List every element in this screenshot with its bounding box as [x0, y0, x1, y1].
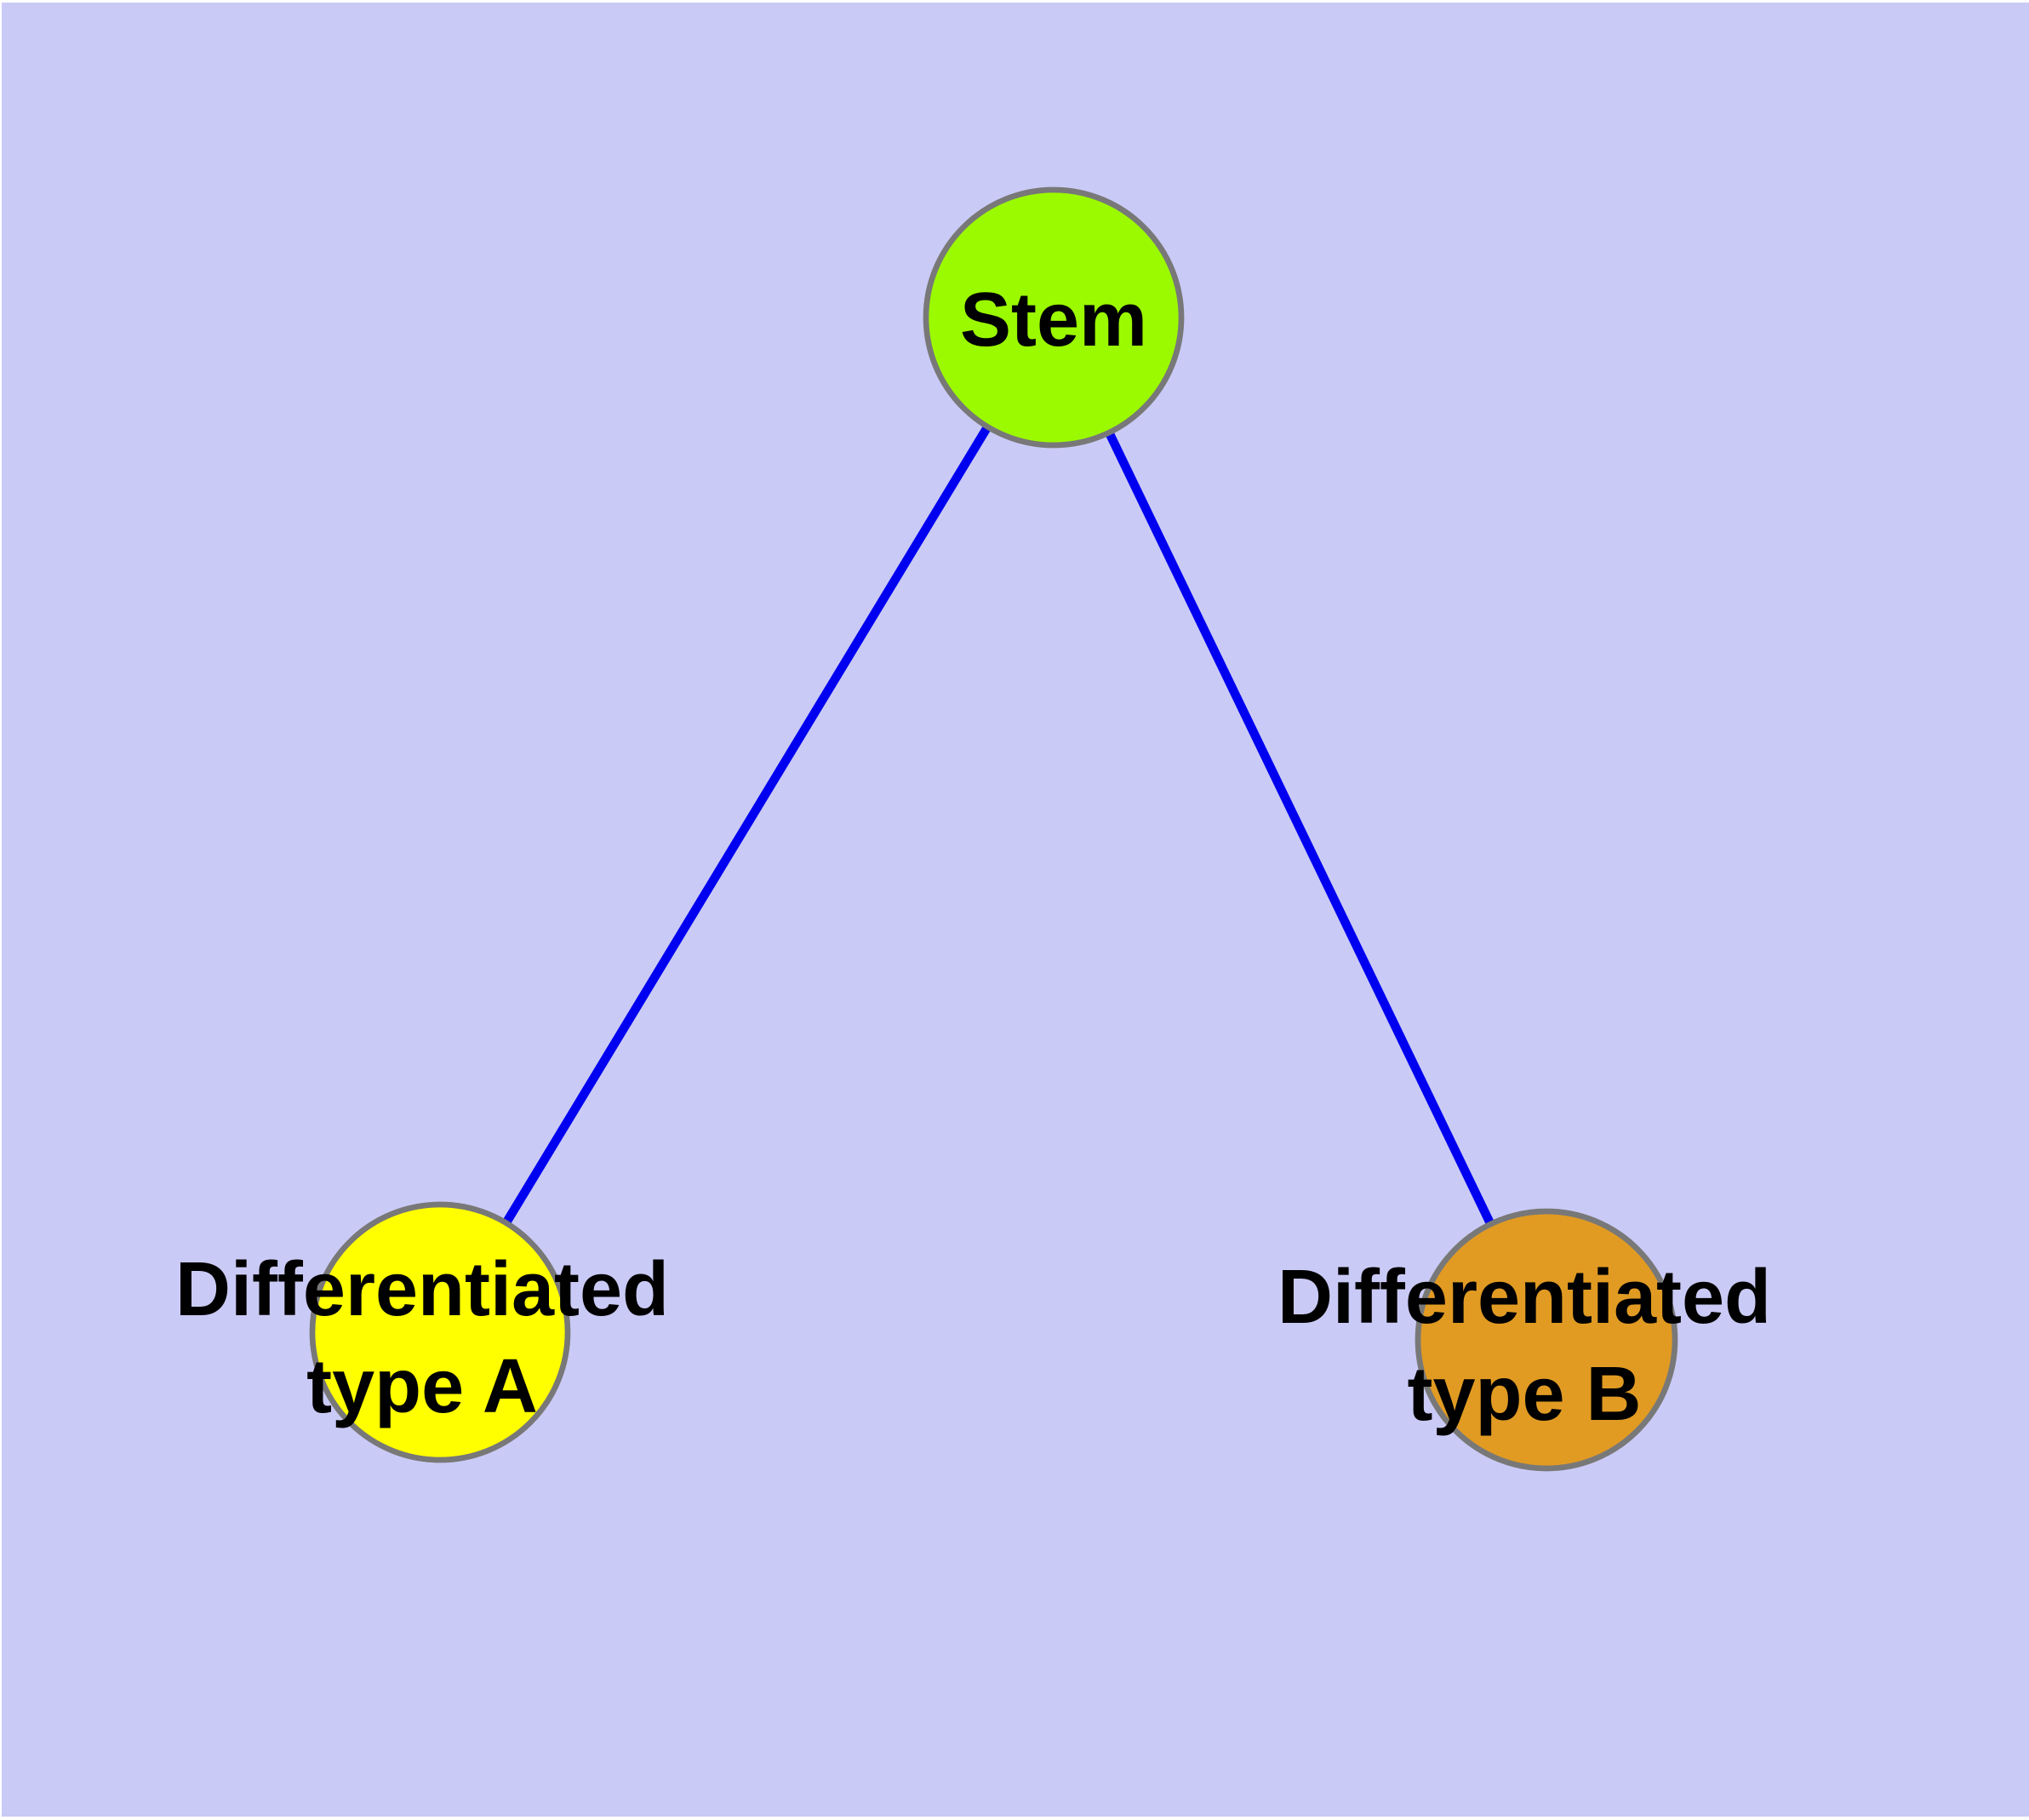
edge-stem-to-differentiated-type-a: [436, 315, 1058, 1335]
node-differentiated-type-a: [309, 1201, 571, 1463]
node-label-line: type B: [1407, 1352, 1641, 1437]
node-label-line: Differentiated: [175, 1247, 669, 1332]
node-differentiated-type-b: [1415, 1208, 1678, 1472]
edges-layer: [436, 315, 1551, 1342]
node-label-stem: Stem: [960, 278, 1147, 363]
node-label-line: Differentiated: [1277, 1255, 1771, 1340]
node-label-differentiated-type-b: Differentiated type B: [1277, 1255, 1771, 1437]
edge-stem-to-differentiated-type-b: [1049, 315, 1551, 1342]
nodes-layer: [309, 186, 1678, 1472]
node-label-line: Stem: [960, 278, 1147, 363]
node-label-line: type A: [306, 1344, 538, 1429]
node-label-differentiated-type-a: Differentiated type A: [175, 1247, 669, 1429]
node-stem: [923, 186, 1185, 449]
